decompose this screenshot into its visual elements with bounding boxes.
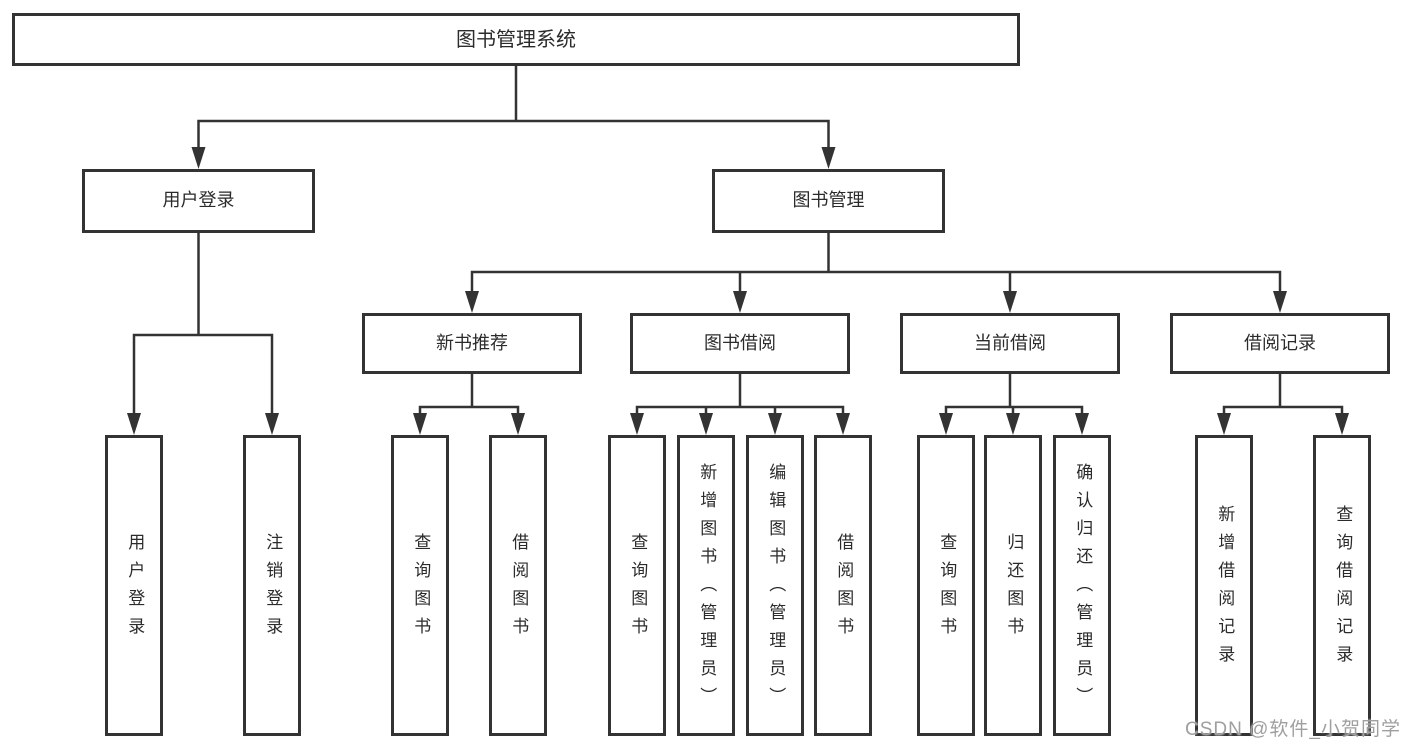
node-label: 当前借阅: [974, 332, 1046, 353]
node-label: 图书借阅: [704, 332, 776, 353]
leaf-logout: 注销登录: [243, 435, 301, 736]
node-book-management: 图书管理: [712, 169, 945, 233]
node-label: 新增图书（管理员）: [697, 462, 717, 715]
leaf-current-confirm-return-admin: 确认归还（管理员）: [1053, 435, 1111, 736]
connector-segments: [132, 64, 1344, 415]
node-current-borrow: 当前借阅: [900, 313, 1120, 374]
leaf-borrow-borrow-book: 借阅图书: [814, 435, 872, 736]
node-label: 借阅图书: [834, 532, 854, 645]
node-label: 借阅图书: [509, 532, 529, 645]
node-label: 查询借阅记录: [1333, 504, 1353, 673]
leaf-borrow-query-book: 查询图书: [608, 435, 666, 736]
node-label: 查询图书: [937, 532, 957, 645]
leaf-borrow-add-book-admin: 新增图书（管理员）: [677, 435, 735, 736]
node-label: 查询图书: [411, 532, 431, 645]
node-new-book-recommend: 新书推荐: [362, 313, 582, 374]
leaf-records-query: 查询借阅记录: [1313, 435, 1371, 736]
node-label: 新增借阅记录: [1215, 504, 1235, 673]
node-borrow-records: 借阅记录: [1170, 313, 1390, 374]
node-label: 确认归还（管理员）: [1073, 462, 1093, 715]
node-label: 用户登录: [125, 532, 145, 645]
node-label: 用户登录: [162, 190, 235, 211]
csdn-watermark: CSDN @软件_小贺同学: [1185, 719, 1401, 740]
node-label: 查询图书: [628, 532, 648, 645]
leaf-borrow-edit-book-admin: 编辑图书（管理员）: [746, 435, 804, 736]
leaf-newbook-query: 查询图书: [391, 435, 449, 736]
node-label: 借阅记录: [1244, 332, 1316, 353]
node-library-system: 图书管理系统: [12, 13, 1020, 66]
leaf-current-query-book: 查询图书: [917, 435, 975, 736]
node-label: 图书管理系统: [456, 28, 576, 51]
node-book-borrow: 图书借阅: [630, 313, 850, 374]
leaf-newbook-borrow: 借阅图书: [489, 435, 547, 736]
arrow-heads: [127, 147, 1349, 435]
node-label: 新书推荐: [436, 332, 508, 353]
node-label: 注销登录: [263, 532, 283, 645]
node-user-login: 用户登录: [82, 169, 315, 233]
node-label: 编辑图书（管理员）: [766, 462, 786, 715]
leaf-current-return-book: 归还图书: [984, 435, 1042, 736]
node-label: 图书管理: [792, 190, 865, 211]
leaf-records-add: 新增借阅记录: [1195, 435, 1253, 736]
leaf-user-login: 用户登录: [105, 435, 163, 736]
node-label: 归还图书: [1004, 532, 1024, 645]
